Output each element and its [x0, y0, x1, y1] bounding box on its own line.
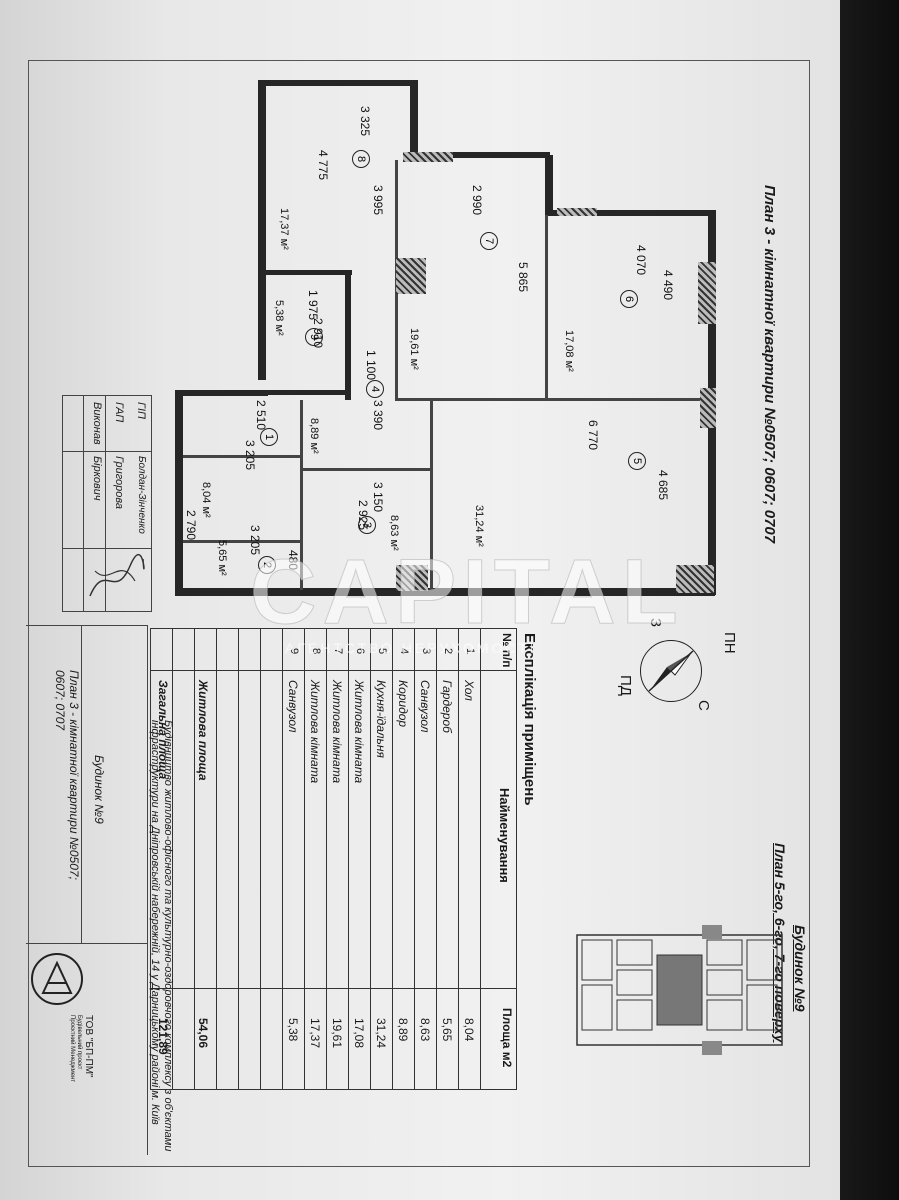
room-number: 4 [366, 380, 384, 398]
row-name: Кухня-їдальня [374, 680, 388, 758]
dim-label: 3 205 [243, 440, 257, 471]
compass-n: ПН [721, 632, 738, 654]
dim-label: 2 990 [470, 185, 484, 216]
explication-table: Експлікація приміщень № п/п Найменування… [150, 628, 540, 1090]
explication-title: Експлікація приміщень [521, 633, 538, 806]
row-name: Гардероб [440, 680, 454, 733]
dim-label: 1 100 [364, 350, 378, 381]
row-name: Санвузол [418, 680, 432, 733]
dim-label: 3 325 [358, 106, 372, 137]
dim-label: 4 070 [634, 245, 648, 276]
plan-heading: План 3 - кімнатної квартири №0507; 0607;… [761, 185, 778, 544]
company-name: ТОВ "БП-ПМ" [83, 1015, 94, 1078]
row-area: 19,61 [330, 1018, 344, 1049]
signer-name: Григорова [113, 456, 125, 510]
living-area-value: 54,06 [196, 1018, 210, 1049]
north-compass-icon [640, 640, 702, 702]
dim-label: 5,65 м² [216, 540, 228, 576]
row-area: 31,24 [374, 1018, 388, 1049]
titleblock-sheet: План 3 - кімнатної квартири №0507; 0607;… [53, 670, 81, 880]
titleblock-building: Будинок №9 [92, 755, 106, 824]
signer-name: Біркович [91, 456, 103, 501]
compass-s: ПД [617, 675, 634, 696]
dim-label: 19,61 м² [408, 328, 420, 370]
dim-label: 3 150 [371, 482, 385, 513]
room-number: 6 [620, 290, 638, 308]
role-label: Виконав [91, 402, 103, 445]
dim-label: 6 770 [586, 420, 600, 451]
dim-label: 4 685 [656, 470, 670, 501]
dim-label: 4 490 [661, 270, 675, 301]
room-number: 1 [260, 428, 278, 446]
watermark-sub: АГЕНТСТВО НЕРУХОМОСТІ [285, 640, 537, 656]
dim-label: 17,37 м² [278, 208, 290, 250]
row-area: 5,38 [286, 1018, 300, 1042]
room-number: 7 [480, 232, 498, 250]
room-number: 5 [628, 452, 646, 470]
dim-label: 3 995 [371, 185, 385, 216]
title-block: Будівництво житлово-офісного та культурн… [26, 625, 174, 1155]
room-number: 9 [305, 328, 323, 346]
building-title: Будинок №9 [792, 925, 808, 1012]
row-name: Житлова кімната [352, 680, 366, 784]
row-name: Хол [462, 680, 476, 701]
row-name: Коридор [396, 680, 410, 728]
dim-label: 3 390 [371, 400, 385, 431]
row-area: 8,63 [418, 1018, 432, 1042]
dim-label: 17,08 м² [563, 330, 575, 372]
signer-name: Болдан-Зінченко [136, 456, 147, 534]
drawing-frame [28, 60, 810, 1167]
dim-label: 2 510 [254, 400, 268, 431]
dim-label: 8,89 м² [308, 418, 320, 454]
row-area: 8,04 [462, 1018, 476, 1042]
col-area: Площа м2 [500, 1008, 514, 1068]
project-description: Будівництво житлово-офісного та культурн… [149, 720, 174, 1152]
role-label: ГАП [113, 402, 125, 423]
row-area: 8,89 [396, 1018, 410, 1042]
building-minimap [572, 915, 787, 1065]
signature-stamp: ГІП ГАП Виконав Болдан-Зінченко Григоров… [62, 395, 152, 612]
role-label: ГІП [135, 402, 147, 420]
company-logo-icon [31, 953, 83, 1005]
room-number: 3 [358, 516, 376, 534]
room-number: 8 [352, 150, 370, 168]
row-area: 17,37 [308, 1018, 322, 1049]
signature-scribble [89, 553, 145, 597]
col-name: Найменування [497, 788, 512, 883]
compass-e: С [695, 700, 712, 711]
company-subtitle: Будівельний проєкт Проєктний Менеджмент [69, 1015, 82, 1083]
dim-label: 5 865 [516, 262, 530, 293]
row-name: Житлова кімната [330, 680, 344, 784]
row-name: Житлова кімната [308, 680, 322, 784]
living-area-label: Житлова площа [196, 680, 210, 781]
watermark: CAPITAL [250, 541, 684, 644]
dim-label: 8,04 м² [200, 482, 212, 518]
dim-label: 1 975 [306, 290, 320, 321]
dim-label: 5,38 м² [273, 300, 285, 336]
row-area: 5,65 [440, 1018, 454, 1042]
dim-label: 2 790 [184, 510, 198, 541]
row-area: 17,08 [352, 1018, 366, 1049]
room-number: 2 [258, 556, 276, 574]
dim-label: 4 775 [316, 150, 330, 181]
row-name: Санвузол [286, 680, 300, 733]
paper-sheet: План 3 - кімнатної квартири №0507; 0607;… [0, 0, 840, 1200]
